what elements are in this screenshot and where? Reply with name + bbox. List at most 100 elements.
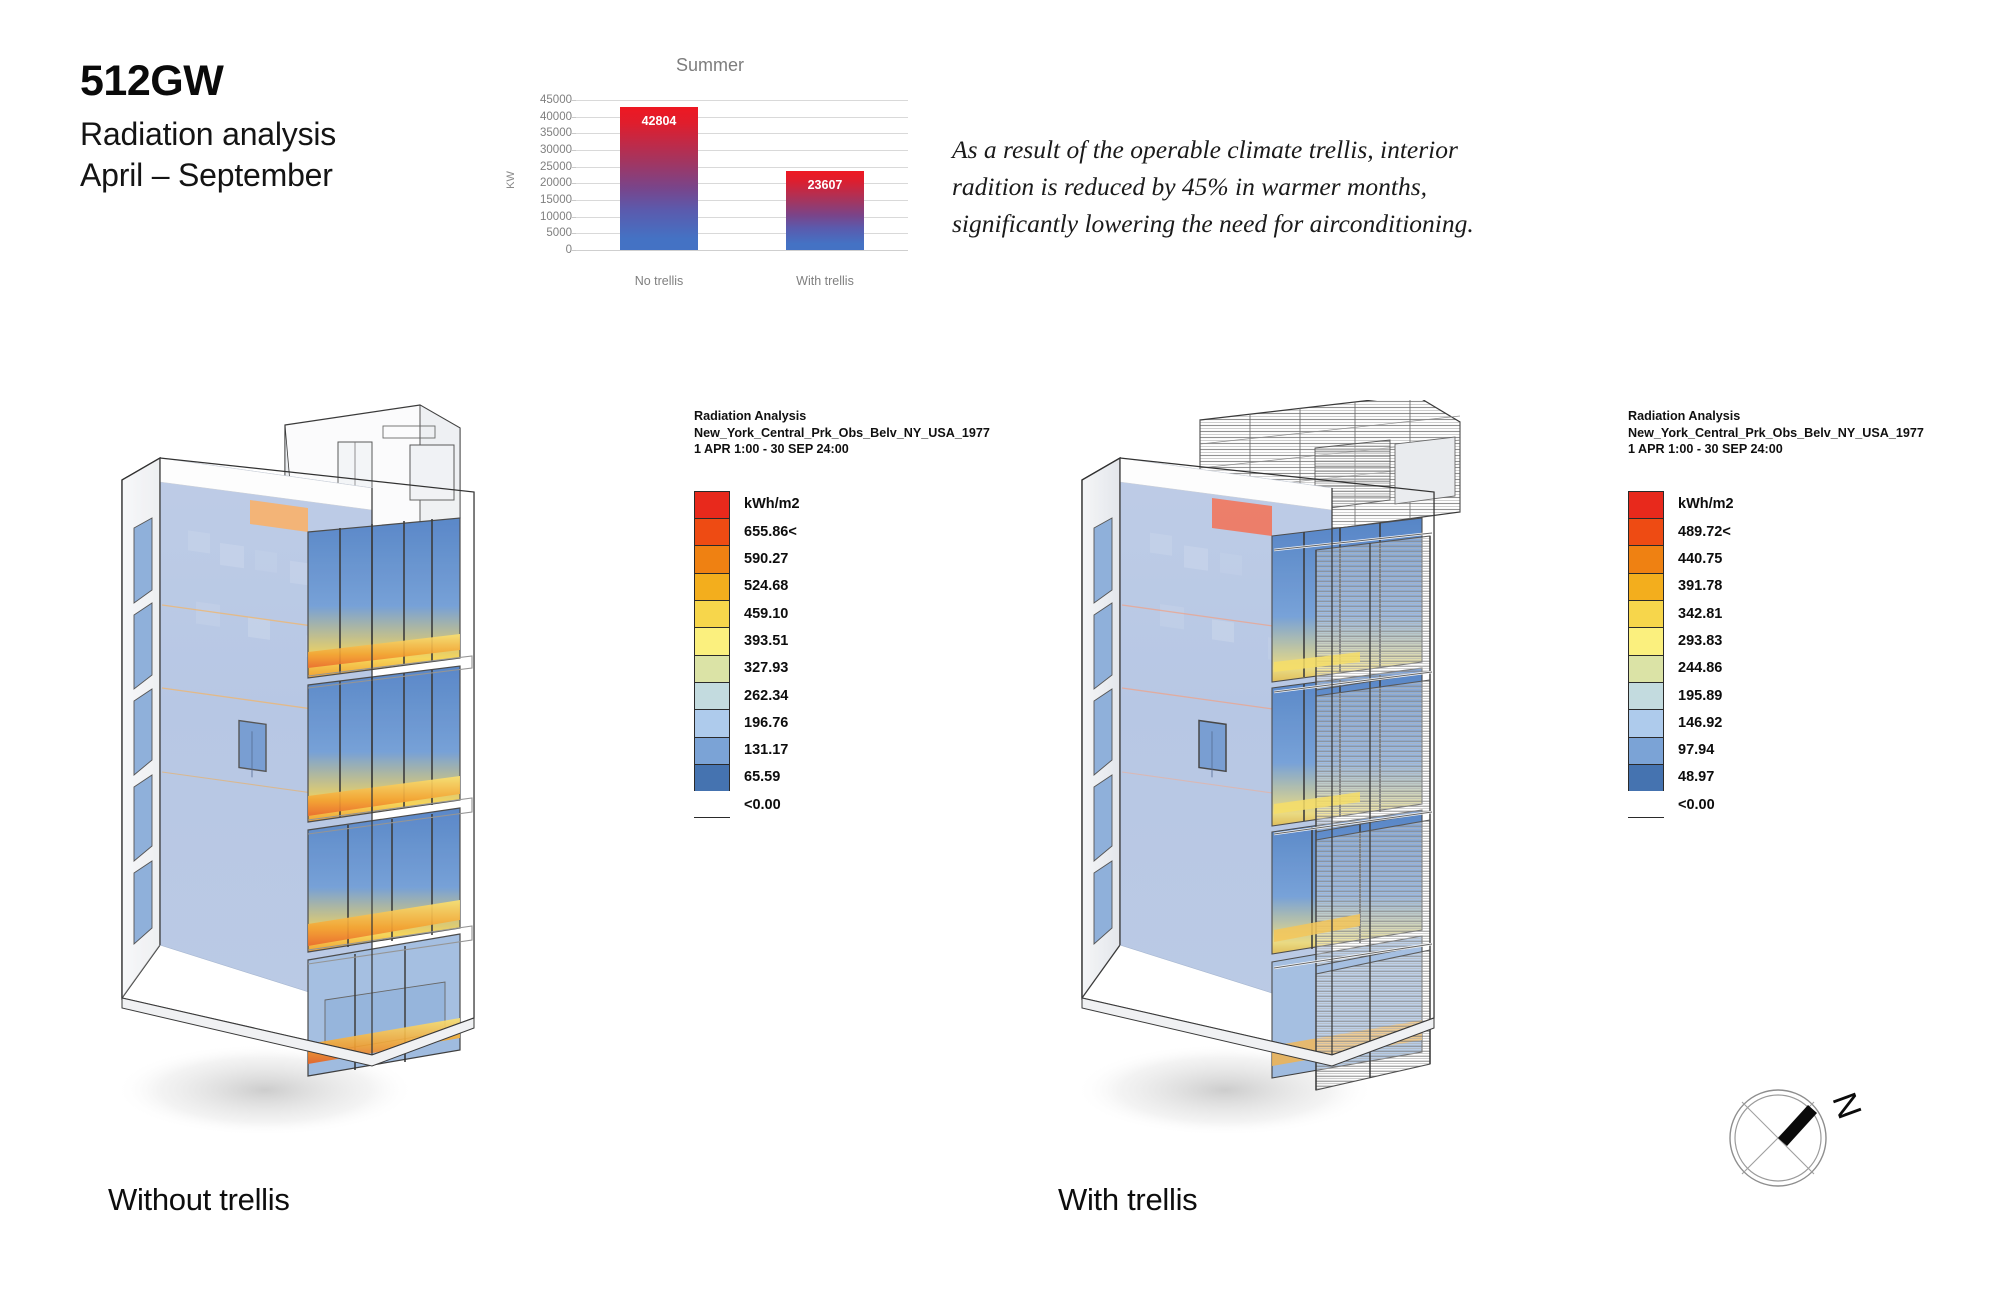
legend-value-label: 195.89 xyxy=(1678,687,1723,704)
north-label: N xyxy=(1824,1088,1868,1124)
chart-y-tick-label: 45000 xyxy=(540,94,572,106)
legend-value-label: 590.27 xyxy=(744,551,789,568)
legend-row: 393.51 xyxy=(694,627,990,655)
legend-row: <0.00 xyxy=(1628,791,1924,819)
legend-row: 293.83 xyxy=(1628,627,1924,655)
legend-color-swatch xyxy=(1628,627,1664,655)
chart-tickmark xyxy=(571,183,576,185)
legend-color-swatch xyxy=(694,736,730,764)
legend-value-label: <0.00 xyxy=(1678,796,1715,813)
chart-y-tick-label: 25000 xyxy=(540,160,572,173)
legend-left-header: Radiation Analysis New_York_Central_Prk_… xyxy=(694,408,990,458)
chart-tickmark xyxy=(571,166,576,168)
legend-color-swatch xyxy=(694,654,730,682)
legend-value-label: 489.72< xyxy=(1678,523,1731,540)
legend-color-swatch xyxy=(1628,572,1664,601)
chart-y-tick-label: 0 xyxy=(565,244,572,256)
legend-value-label: 391.78 xyxy=(1678,578,1723,595)
chart-tickmark xyxy=(571,233,576,235)
building-svg-right xyxy=(1075,400,1461,1136)
base-slab xyxy=(1081,997,1435,1067)
caption-without-trellis: Without trellis xyxy=(108,1182,290,1217)
legend-color-swatch xyxy=(1628,490,1664,519)
legend-value-label: 524.68 xyxy=(744,578,789,595)
punched-window xyxy=(1198,719,1227,778)
north-arrow: N xyxy=(1716,1060,1876,1200)
legend-row: 440.75 xyxy=(1628,545,1924,573)
legend-row: 489.72< xyxy=(1628,518,1924,546)
chart-bar[interactable]: 42804 xyxy=(620,107,698,250)
subtitle-block: Radiation analysis April – September xyxy=(80,114,336,196)
legend-row: 195.89 xyxy=(1628,681,1924,710)
legend-row: 655.86< xyxy=(694,518,990,546)
glass-envelope-fill xyxy=(1082,458,1434,1055)
legend-color-swatch xyxy=(694,545,730,573)
caption-with-trellis: With trellis xyxy=(1058,1182,1198,1217)
chart-title: Summer xyxy=(675,55,744,75)
legend-color-swatch xyxy=(1628,736,1664,764)
legend-color-swatch xyxy=(694,791,730,819)
legend-value-label: <0.00 xyxy=(744,796,781,813)
legend-color-swatch xyxy=(694,681,730,710)
legend-row: 65.59 xyxy=(694,763,990,792)
legend-right-weatherfile: New_York_Central_Prk_Obs_Belv_NY_USA_197… xyxy=(1628,425,1924,440)
legend-color-swatch xyxy=(694,518,730,546)
legend-color-swatch xyxy=(1628,709,1664,737)
west-strip-windows xyxy=(133,517,153,946)
chart-bar-value-label: 42804 xyxy=(641,114,677,129)
legend-color-swatch xyxy=(694,600,730,628)
punched-window xyxy=(238,719,267,778)
legend-color-swatch xyxy=(694,627,730,655)
chart-gridline xyxy=(576,183,908,185)
legend-row: 48.97 xyxy=(1628,763,1924,792)
legend-row: 146.92 xyxy=(1628,709,1924,737)
legend-value-label: 146.92 xyxy=(1678,714,1723,731)
legend-color-swatch xyxy=(1628,545,1664,573)
legend-color-swatch xyxy=(1628,654,1664,682)
legend-row: 391.78 xyxy=(1628,572,1924,601)
chart-y-tick-label: 40000 xyxy=(540,110,572,123)
legend-row: <0.00 xyxy=(694,791,990,819)
chart-bar-value-label: 23607 xyxy=(807,178,843,193)
legend-right-panel: Radiation Analysis New_York_Central_Prk_… xyxy=(1628,408,1924,819)
chart-y-tick-label: 15000 xyxy=(540,194,572,206)
page-title: 512GW xyxy=(80,57,224,105)
chart-gridline xyxy=(576,166,908,168)
subtitle-line-1: Radiation analysis xyxy=(80,116,337,152)
legend-value-label: 327.93 xyxy=(744,660,789,677)
legend-value-label: 196.76 xyxy=(744,714,789,731)
glass-envelope-fill xyxy=(122,458,474,1055)
chart-gridline xyxy=(576,116,908,118)
legend-unit-label: kWh/m2 xyxy=(1678,496,1734,513)
legend-right-period: 1 APR 1:00 - 30 SEP 24:00 xyxy=(1628,442,1783,457)
chart-y-tick-label: 30000 xyxy=(540,144,572,156)
chart-category-label: No trellis xyxy=(634,274,684,288)
legend-left-panel: Radiation Analysis New_York_Central_Prk_… xyxy=(694,408,990,819)
chart-gridline xyxy=(576,133,908,135)
legend-left-weatherfile: New_York_Central_Prk_Obs_Belv_NY_USA_197… xyxy=(694,425,990,440)
legend-value-label: 459.10 xyxy=(744,605,789,622)
north-arrow-svg: N xyxy=(1729,1088,1869,1187)
compass-needle xyxy=(1778,1105,1817,1146)
legend-right-header: Radiation Analysis New_York_Central_Prk_… xyxy=(1628,408,1924,458)
legend-value-label: 342.81 xyxy=(1678,605,1723,622)
balcony-slabs xyxy=(307,655,473,965)
chart-tickmark xyxy=(571,250,576,251)
legend-color-swatch xyxy=(694,490,730,519)
legend-row: 327.93 xyxy=(694,654,990,682)
chart-tickmark xyxy=(571,116,576,118)
chart-category-label: With trellis xyxy=(796,274,854,288)
legend-color-swatch xyxy=(1628,518,1664,546)
chart-tickmark xyxy=(571,133,576,135)
legend-row: kWh/m2 xyxy=(694,490,990,519)
chart-y-tick-label: 35000 xyxy=(540,127,572,140)
legend-value-label: 244.86 xyxy=(1678,660,1723,677)
legend-unit-label: kWh/m2 xyxy=(744,496,800,513)
chart-gridline xyxy=(576,150,908,151)
legend-row: kWh/m2 xyxy=(1628,490,1924,519)
chart-bar[interactable]: 23607 xyxy=(786,171,864,250)
chart-y-tick-label: 20000 xyxy=(540,177,572,190)
